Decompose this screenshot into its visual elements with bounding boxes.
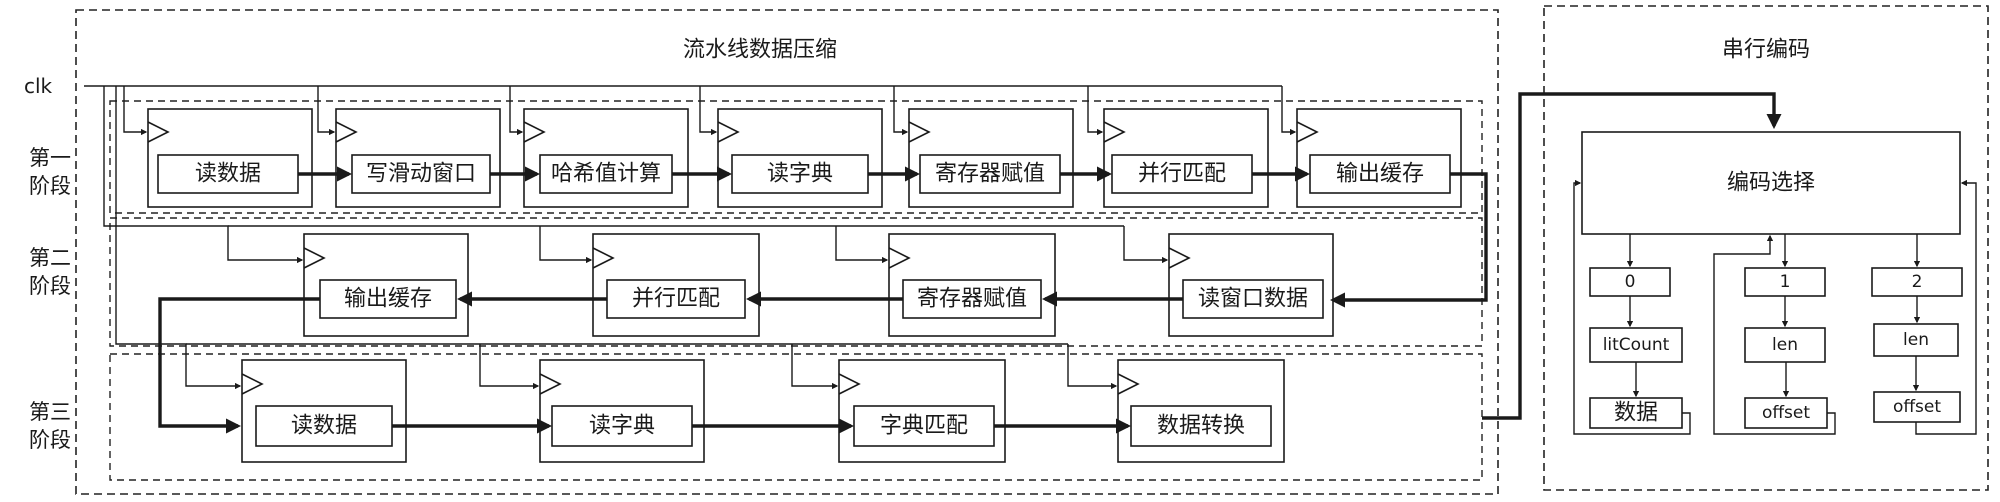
svg-text:读字典: 读字典 xyxy=(589,414,655,439)
svg-text:并行匹配: 并行匹配 xyxy=(632,287,720,312)
stage2-frame xyxy=(109,217,1483,347)
stage2-clock-lines xyxy=(103,86,1169,264)
svg-text:寄存器赋值: 寄存器赋值 xyxy=(935,162,1045,187)
stage1-label-line2: 阶段 xyxy=(29,174,71,198)
stage3-label-line1: 第三 xyxy=(29,400,71,424)
svg-text:数据转换: 数据转换 xyxy=(1157,414,1245,439)
pipeline-frame xyxy=(75,9,1499,495)
svg-text:字典匹配: 字典匹配 xyxy=(880,414,968,439)
stage1-blocks xyxy=(147,108,1462,208)
svg-text:读窗口数据: 读窗口数据 xyxy=(1198,287,1308,312)
encoder-labels: 0 litCount 数据 1 len offset 2 len offset xyxy=(1603,272,1942,426)
stage3-clock-lines xyxy=(115,86,1118,390)
svg-text:读字典: 读字典 xyxy=(767,162,833,187)
stage3-labels: 读数据 读字典 字典匹配 数据转换 xyxy=(291,414,1245,439)
svg-text:2: 2 xyxy=(1912,272,1923,292)
svg-text:输出缓存: 输出缓存 xyxy=(344,287,432,312)
pipeline-title: 流水线数据压缩 xyxy=(683,38,837,63)
stage3-blocks xyxy=(241,359,1285,463)
stage3-label-line2: 阶段 xyxy=(29,428,71,452)
stage1-data-flow xyxy=(298,166,1488,308)
stage1-frame xyxy=(109,100,1483,214)
stage2-blocks xyxy=(303,233,1334,337)
svg-text:offset: offset xyxy=(1893,397,1941,417)
svg-text:输出缓存: 输出缓存 xyxy=(1336,162,1424,187)
svg-text:读数据: 读数据 xyxy=(291,414,357,439)
serial-frame xyxy=(1543,5,1989,491)
svg-text:读数据: 读数据 xyxy=(195,162,261,187)
svg-text:写滑动窗口: 写滑动窗口 xyxy=(366,162,476,187)
stage1-labels: 读数据 写滑动窗口 哈希值计算 读字典 寄存器赋值 并行匹配 输出缓存 xyxy=(195,162,1424,187)
svg-text:len: len xyxy=(1772,335,1798,355)
clk-label: clk xyxy=(24,74,53,98)
svg-text:litCount: litCount xyxy=(1603,335,1670,355)
stage2-label-line1: 第二 xyxy=(29,246,71,270)
svg-text:寄存器赋值: 寄存器赋值 xyxy=(917,287,1027,312)
svg-text:len: len xyxy=(1903,330,1929,350)
stage2-data-flow xyxy=(158,291,1183,434)
encoder-select-label: 编码选择 xyxy=(1727,171,1815,196)
serial-title: 串行编码 xyxy=(1722,38,1810,63)
stage2-label-line2: 阶段 xyxy=(29,274,71,298)
svg-text:0: 0 xyxy=(1625,272,1636,292)
pipeline-to-encoder-line xyxy=(1482,92,1782,420)
stage2-labels: 输出缓存 并行匹配 寄存器赋值 读窗口数据 xyxy=(344,287,1308,312)
encoder-connections xyxy=(1573,179,1977,435)
svg-text:哈希值计算: 哈希值计算 xyxy=(551,162,661,187)
stage1-label-line1: 第一 xyxy=(29,146,71,170)
svg-text:offset: offset xyxy=(1762,403,1810,423)
stage1-clock-lines xyxy=(123,86,1297,136)
svg-text:1: 1 xyxy=(1780,272,1791,292)
svg-text:数据: 数据 xyxy=(1614,401,1658,426)
svg-text:并行匹配: 并行匹配 xyxy=(1138,162,1226,187)
